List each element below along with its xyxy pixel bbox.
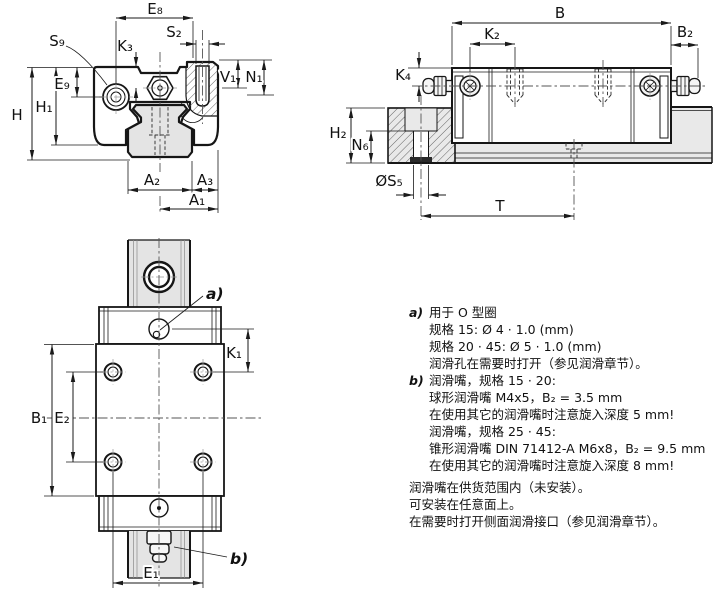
note-marker-a: a) [409, 305, 424, 320]
leader-a [159, 295, 204, 331]
note-footer-line: 可安装在任意面上。 [409, 497, 522, 512]
dim-label-a1: A₁ [189, 191, 205, 209]
thread-hole-1 [506, 60, 524, 110]
note-marker-b: b) [409, 373, 424, 388]
note-line: 润滑孔在需要时打开（参见润滑章节）。 [429, 356, 648, 371]
dim-label-v1: V₁ [220, 68, 236, 86]
leader-b [173, 546, 228, 558]
dim-label-k4: K₄ [395, 66, 411, 84]
end-plate-left [454, 75, 464, 139]
dim-label-h2: H₂ [329, 124, 346, 142]
centerlines-a [99, 30, 203, 214]
note-line: 润滑嘴，规格 15 · 20: [429, 373, 556, 388]
drawing-cross-section: E₈ S₂ S₉ K₃ H H₁ E₉ [9, 0, 274, 214]
note-line: 锥形润滑嘴 DIN 71412-A M6x8，B₂ = 9.5 mm [429, 441, 706, 456]
rail-hidden-hole [149, 107, 171, 155]
dim-label-b: B [555, 4, 565, 22]
note-line: 规格 15: Ø 4 · 1.0 (mm) [429, 322, 574, 337]
thread-hole-2 [594, 60, 612, 110]
dim-label-e1: E₁ [143, 564, 159, 582]
dim-label-k1: K₁ [226, 344, 242, 362]
dimensions-a: E₈ S₂ S₉ K₃ H H₁ E₉ [9, 0, 274, 213]
carriage-side-body [451, 67, 672, 144]
centerlines-c [42, 238, 262, 588]
marker-label-a: a) [206, 285, 224, 303]
dim-label-n1: N₁ [245, 68, 262, 86]
dim-label-e2: E₂ [54, 409, 70, 427]
dim-label-a2: A₂ [144, 171, 160, 189]
cap-port-center [157, 506, 161, 510]
dim-label-s9: S₉ [49, 32, 65, 50]
note-footer-line: 在需要时打开侧面润滑接口（参见润滑章节）。 [409, 514, 666, 529]
note-line: 在使用其它的润滑嘴时注意旋入深度 8 mm! [429, 458, 675, 473]
centerlines-b [412, 73, 708, 220]
dim-label-e9: E₉ [54, 75, 70, 93]
dim-label-s2: S₂ [166, 23, 182, 41]
note-line: 规格 20 · 45: Ø 5 · 1.0 (mm) [429, 339, 602, 354]
dim-label-t: T [494, 197, 505, 215]
notes-panel: a) 用于 O 型圈 规格 15: Ø 4 · 1.0 (mm) 规格 20 ·… [409, 304, 718, 530]
dim-label-a3: A₃ [197, 171, 213, 189]
marker-label-b: b) [230, 550, 248, 568]
note-line: 球形润滑嘴 M4x5，B₂ = 3.5 mm [429, 390, 623, 405]
dim-label-n6: N₆ [351, 136, 368, 154]
drawing-side-view: B K₂ B₂ K₄ H₂ N₆ ØS₅ T [327, 2, 713, 220]
dim-label-k3: K₃ [117, 37, 133, 55]
note-footer-line: 润滑嘴在供货范围内（未安装）。 [409, 480, 591, 495]
dimensions-c: K₁ B₁ E₂ E₁ [29, 328, 254, 588]
end-cap-bottom [98, 495, 222, 532]
dim-label-b2: B₂ [677, 23, 693, 41]
rail-section-block [387, 107, 456, 164]
oring-port-small-hole [152, 330, 161, 339]
dimensions-b: B K₂ B₂ K₄ H₂ N₆ ØS₅ T [327, 2, 699, 219]
grease-nipple-bottom [146, 530, 172, 563]
end-cap-top [98, 306, 222, 345]
leader-s9 [65, 45, 108, 86]
end-plate-right [659, 75, 669, 139]
dim-label-s5: ØS₅ [375, 172, 402, 190]
dim-label-b1: B₁ [31, 409, 47, 427]
mounting-holes [100, 359, 216, 475]
note-line: 润滑嘴，规格 25 · 45: [429, 424, 556, 439]
note-line: 用于 O 型圈 [429, 305, 497, 320]
dim-label-h1: H₁ [35, 98, 52, 116]
drawing-top-view: a) b) K₁ B₁ E₂ E₁ [29, 238, 262, 588]
note-line: 在使用其它的润滑嘴时注意旋入深度 5 mm! [429, 407, 675, 422]
dim-label-h: H [11, 106, 22, 124]
dim-label-k2: K₂ [484, 25, 500, 43]
dim-label-e8: E₈ [147, 0, 163, 18]
